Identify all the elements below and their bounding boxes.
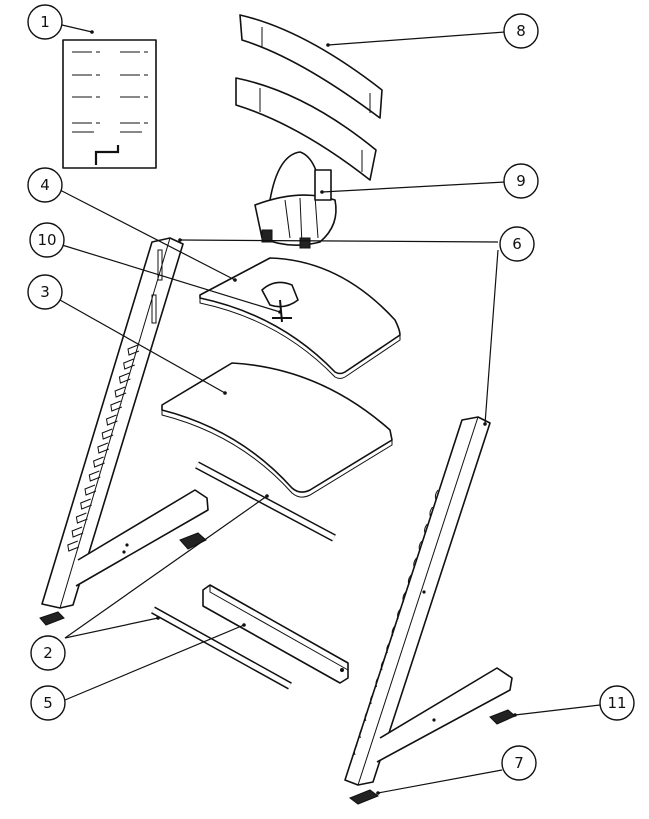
callout-1-label: 1 [40,13,50,31]
footrest-plate-part [161,362,393,498]
rod-lower-part [151,606,292,690]
callout-6-label: 6 [512,235,522,253]
callout-10: 10 [29,222,65,258]
callout-11-label: 11 [607,694,626,712]
bracket-right-part [489,709,516,725]
callout-10-label: 10 [37,231,56,249]
callout-4: 4 [27,167,63,203]
callout-7: 7 [501,745,537,781]
callout-11: 11 [599,685,635,721]
callout-5: 5 [30,685,66,721]
callout-1: 1 [27,4,63,40]
seat-plate-part [199,257,401,379]
glide-right-part [348,789,380,805]
callout-9-label: 9 [516,172,526,190]
hardware-kit-part [62,39,157,169]
callout-8-label: 8 [516,22,526,40]
callout-2: 2 [30,635,66,671]
right-upright-part [344,416,513,786]
bracket-left-part [179,532,207,550]
callout-9: 9 [503,163,539,199]
callout-2-label: 2 [43,644,53,662]
left-upright-part [41,237,209,609]
callout-5-label: 5 [43,694,53,712]
connecting-board-part [202,584,349,684]
harness-part [254,151,337,249]
callout-7-label: 7 [514,754,524,772]
callout-8: 8 [503,13,539,49]
glide-left-part [39,611,65,626]
leader-lines [59,24,601,795]
callout-3: 3 [27,274,63,310]
rod-upper-part [195,461,336,542]
callout-3-label: 3 [40,283,50,301]
backrest-part [235,14,383,181]
callout-4-label: 4 [40,176,50,194]
callout-6: 6 [499,226,535,262]
